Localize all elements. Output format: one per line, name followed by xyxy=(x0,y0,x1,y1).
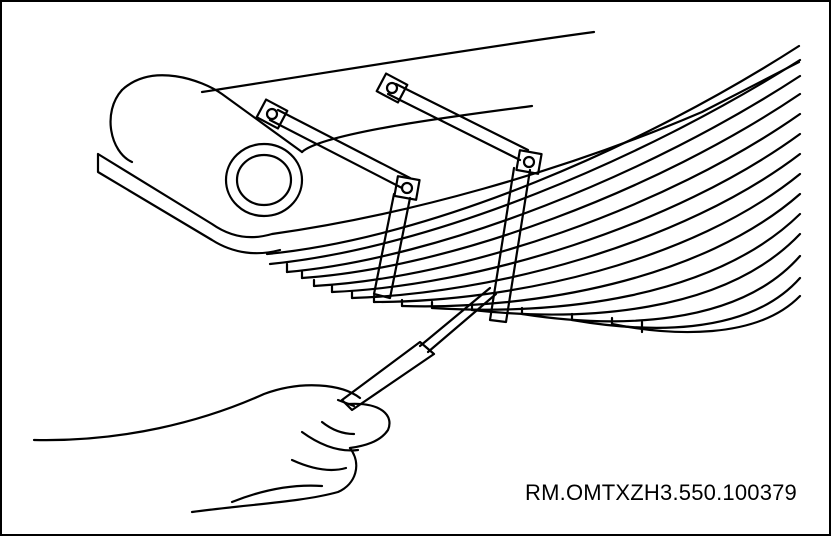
cradle-leaf xyxy=(96,60,801,255)
main-leaf-upper-edge xyxy=(200,30,596,94)
spring-eye xyxy=(109,74,534,218)
clamp-2 xyxy=(375,72,543,324)
spring-leaf-stack xyxy=(265,44,802,334)
screwdriver-tool xyxy=(336,286,498,412)
figure-reference-code: RM.OMTXZH3.550.100379 xyxy=(525,480,797,505)
hand xyxy=(32,384,391,514)
clamp-1 xyxy=(255,98,421,300)
